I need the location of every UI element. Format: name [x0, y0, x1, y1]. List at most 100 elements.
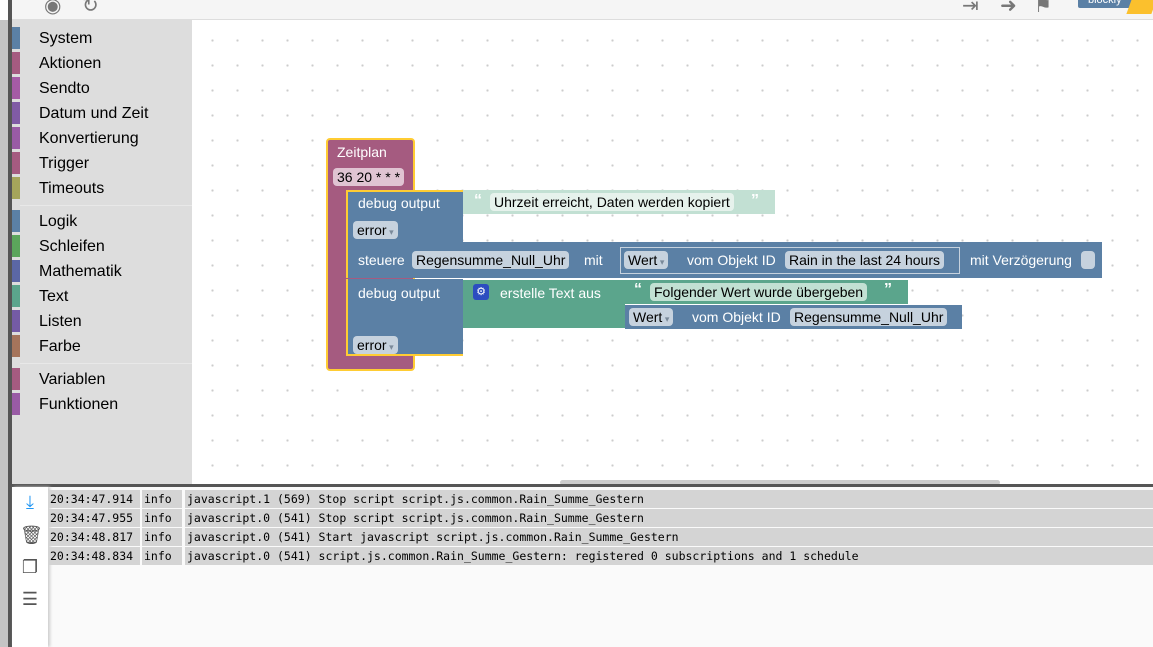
from-object-label: vom Objekt ID	[692, 309, 781, 325]
level-dropdown[interactable]: error	[353, 336, 398, 354]
toolbar: ◉ ↻ ⇥ ➜ ⚑ blockly	[12, 0, 1153, 20]
text-field[interactable]: Folgender Wert wurde übergeben	[650, 283, 868, 301]
category-label: Trigger	[39, 155, 90, 172]
category-color-swatch	[12, 152, 20, 174]
toolbox-category-funktionen[interactable]: Funktionen	[12, 392, 192, 417]
category-color-swatch	[12, 210, 20, 232]
toolbox-category-listen[interactable]: Listen	[12, 309, 192, 334]
toolbox-category-logik[interactable]: Logik	[12, 209, 192, 234]
toolbox-category-schleifen[interactable]: Schleifen	[12, 234, 192, 259]
workspace-scrollbar[interactable]	[560, 480, 1000, 485]
log-message: javascript.0 (541) Stop script script.js…	[185, 509, 1153, 527]
category-color-swatch	[12, 335, 20, 357]
debug-label: debug output	[358, 285, 440, 301]
toolbox-category-konvertierung[interactable]: Konvertierung	[12, 126, 192, 151]
category-color-swatch	[12, 77, 20, 99]
quote-close-icon: ”	[751, 192, 759, 209]
category-label: Farbe	[39, 338, 81, 355]
category-label: Aktionen	[39, 55, 102, 72]
schedule-title: Zeitplan	[337, 144, 387, 160]
delay-checkbox[interactable]	[1081, 251, 1095, 269]
log-message: javascript.1 (569) Stop script script.js…	[185, 490, 1153, 508]
log-level: info	[142, 528, 182, 546]
gear-icon[interactable]: ⚙	[473, 284, 489, 300]
category-label: Listen	[39, 313, 82, 330]
toggle-columns-icon[interactable]: ☰	[21, 589, 39, 609]
category-color-swatch	[12, 27, 20, 49]
refresh-icon[interactable]: ↻	[82, 0, 99, 17]
debug-label: debug output	[358, 195, 440, 211]
export-icon[interactable]: ⇥	[962, 0, 979, 17]
toolbox-category-system[interactable]: System	[12, 26, 192, 51]
category-color-swatch	[12, 127, 20, 149]
js-tab[interactable]	[1126, 0, 1153, 14]
log-time: 20:34:48.834	[48, 547, 140, 565]
flag-icon[interactable]: ⚑	[1034, 0, 1052, 17]
trash-icon[interactable]: 🗑	[20, 525, 43, 545]
target-icon[interactable]: ◉	[44, 0, 62, 17]
object-value-block[interactable]	[620, 247, 960, 274]
join-label: erstelle Text aus	[500, 285, 601, 301]
category-color-swatch	[12, 102, 20, 124]
category-color-swatch	[12, 260, 20, 282]
category-label: Funktionen	[39, 396, 119, 413]
copy-icon[interactable]: ❐	[21, 557, 39, 577]
value-mode-dropdown[interactable]: Wert	[624, 251, 669, 269]
quote-close-icon: ”	[884, 281, 892, 298]
workspace[interactable]	[192, 20, 1153, 484]
category-color-swatch	[12, 177, 20, 199]
toolbox-category-sendto[interactable]: Sendto	[12, 76, 192, 101]
blockly-tab[interactable]: blockly	[1078, 0, 1134, 8]
category-label: Sendto	[39, 80, 90, 97]
category-color-swatch	[12, 235, 20, 257]
left-edge	[0, 20, 8, 647]
log-message: javascript.0 (541) script.js.common.Rain…	[185, 547, 1153, 565]
scroll-down-icon[interactable]: ⤓	[26, 492, 34, 512]
category-label: Konvertierung	[39, 130, 139, 147]
category-label: Timeouts	[39, 180, 105, 197]
toolbox-category-mathematik[interactable]: Mathematik	[12, 259, 192, 284]
category-label: Schleifen	[39, 238, 105, 255]
control-label: steuere	[358, 252, 405, 268]
category-color-swatch	[12, 368, 20, 390]
toolbox-separator	[20, 205, 192, 206]
level-dropdown[interactable]: error	[353, 221, 398, 239]
log-message: javascript.0 (541) Start javascript scri…	[185, 528, 1153, 546]
category-color-swatch	[12, 52, 20, 74]
category-label: Text	[39, 288, 69, 305]
toolbox-category-datum-und-zeit[interactable]: Datum und Zeit	[12, 101, 192, 126]
value-mode-dropdown[interactable]: Wert	[629, 308, 674, 326]
log-time: 20:34:47.914	[48, 490, 140, 508]
import-icon[interactable]: ➜	[1000, 0, 1017, 17]
object-id-field[interactable]: Regensumme_Null_Uhr	[790, 308, 948, 326]
splitter[interactable]	[8, 0, 12, 647]
toolbox-category-aktionen[interactable]: Aktionen	[12, 51, 192, 76]
category-label: Datum und Zeit	[39, 105, 149, 122]
text-field[interactable]: Uhrzeit erreicht, Daten werden kopiert	[490, 193, 734, 211]
cron-field[interactable]: 36 20 * * *	[333, 168, 405, 186]
log-level: info	[142, 490, 182, 508]
quote-open-icon: “	[474, 192, 482, 209]
quote-open-icon: “	[634, 281, 642, 298]
toolbox-category-text[interactable]: Text	[12, 284, 192, 309]
with-label: mit	[584, 252, 603, 268]
delay-label: mit Verzögerung	[970, 252, 1072, 268]
category-label: Variablen	[39, 371, 106, 388]
category-label: System	[39, 30, 93, 47]
toolbox-category-farbe[interactable]: Farbe	[12, 334, 192, 359]
toolbox-category-trigger[interactable]: Trigger	[12, 151, 192, 176]
toolbox-category-variablen[interactable]: Variablen	[12, 367, 192, 392]
from-object-label: vom Objekt ID	[687, 252, 776, 268]
category-label: Mathematik	[39, 263, 122, 280]
category-color-swatch	[12, 310, 20, 332]
object-id-field[interactable]: Rain in the last 24 hours	[785, 251, 944, 269]
target-field[interactable]: Regensumme_Null_Uhr	[412, 251, 570, 269]
toolbox-category-timeouts[interactable]: Timeouts	[12, 176, 192, 201]
category-color-swatch	[12, 285, 20, 307]
join-text-block[interactable]	[463, 280, 625, 328]
